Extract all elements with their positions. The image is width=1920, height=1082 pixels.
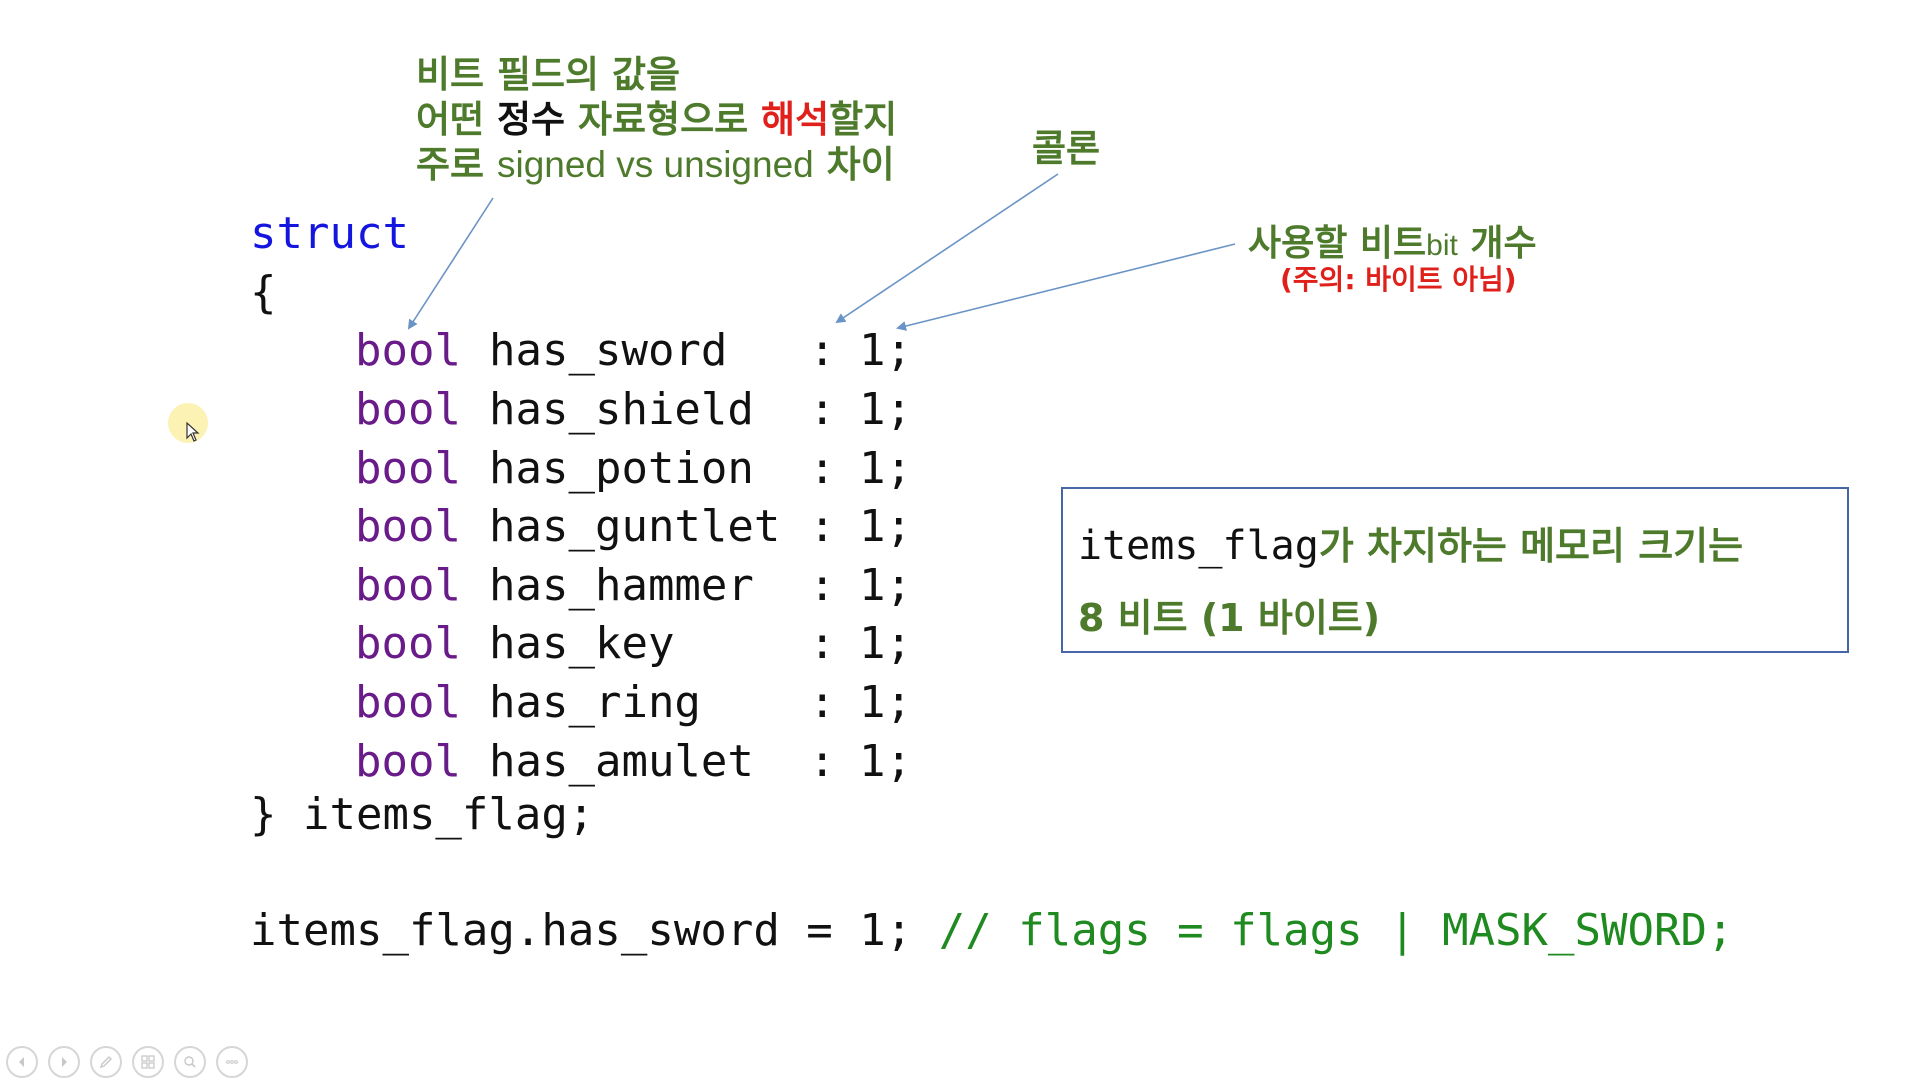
previous-slide-icon (19, 1057, 24, 1067)
field-type: bool (355, 677, 461, 728)
more-options-button[interactable] (216, 1046, 248, 1078)
field-type: bool (355, 443, 461, 494)
field-bit-width: 1; (859, 443, 912, 494)
field-colon: : (809, 736, 836, 787)
arrow-to-bool-type (407, 197, 494, 330)
field-colon: : (809, 560, 836, 611)
field-name: has_hammer (489, 560, 754, 611)
open-brace: { (250, 267, 277, 318)
field-type: bool (355, 736, 461, 787)
field-colon: : (809, 501, 836, 552)
field-type: bool (355, 325, 461, 376)
field-bit-width: 1; (859, 384, 912, 435)
type-interpretation-note: 비트 필드의 값을 어떤 정수 자료형으로 해석할지 주로 signed vs … (416, 52, 897, 187)
arrow-to-colon (835, 173, 1059, 324)
field-row: bool has_ring:1; (355, 674, 912, 732)
field-bit-width: 1; (859, 560, 912, 611)
field-name: has_amulet (489, 736, 754, 787)
bit-count-small: bit (1426, 229, 1458, 262)
note-line-2-part-a: 어떤 (416, 98, 497, 141)
see-all-slides-button[interactable] (132, 1046, 164, 1078)
field-name: has_sword (489, 325, 728, 376)
field-row: bool has_hammer:1; (355, 557, 912, 615)
not-bytes-warning: (주의: 바이트 아님) (1280, 263, 1517, 296)
bit-count-text-a: 사용할 비트 (1248, 223, 1427, 264)
field-row: bool has_potion:1; (355, 440, 912, 498)
previous-slide-button[interactable] (6, 1046, 38, 1078)
assignment-comment: // flags = flags | MASK_SWORD; (912, 905, 1734, 956)
struct-close-line: } items_flag; (250, 789, 595, 840)
note-line-2-part-c: 자료형으로 (565, 98, 762, 141)
zoom-icon (184, 1056, 196, 1068)
field-name: has_key (489, 618, 675, 669)
pen-icon (99, 1056, 112, 1069)
field-colon: : (809, 325, 836, 376)
field-name: has_shield (489, 384, 754, 435)
assignment-statement: items_flag.has_sword = 1; (250, 905, 913, 956)
field-colon: : (809, 618, 836, 669)
field-row: bool has_guntlet:1; (355, 498, 912, 556)
bit-count-note: 사용할 비트bit 개수 (1248, 214, 1537, 266)
more-options-icon (226, 1060, 238, 1064)
field-row: bool has_sword:1; (355, 322, 912, 380)
note-line-2-part-e: 할지 (829, 98, 898, 141)
slideshow-toolbar (6, 1046, 248, 1082)
field-bit-width: 1; (859, 325, 912, 376)
callout-size-value: 8 비트 (1 바이트) (1078, 596, 1381, 640)
colon-note: 콜론 (1032, 127, 1101, 170)
struct-keyword: struct (250, 208, 409, 259)
note-line-2: 어떤 정수 자료형으로 해석할지 (416, 97, 897, 142)
assignment-line: items_flag.has_sword = 1; // flags = fla… (250, 902, 1733, 960)
note-signed-unsigned: signed vs unsigned (496, 144, 814, 185)
note-line-3: 주로 signed vs unsigned 차이 (416, 142, 897, 187)
field-colon: : (809, 443, 836, 494)
field-colon: : (809, 384, 836, 435)
mouse-pointer-icon (186, 422, 200, 442)
field-type: bool (355, 618, 461, 669)
field-colon: : (809, 677, 836, 728)
note-integer-word: 정수 (496, 98, 566, 141)
memory-size-callout: items_flag가 차지하는 메모리 크기는 8 비트 (1 바이트) (1061, 487, 1849, 653)
next-slide-button[interactable] (48, 1046, 80, 1078)
field-bit-width: 1; (859, 736, 912, 787)
field-bit-width: 1; (859, 618, 912, 669)
note-interpret-word: 해석 (761, 98, 830, 141)
field-row: bool has_shield:1; (355, 381, 912, 439)
note-line-3-part-a: 주로 (416, 143, 497, 186)
field-type: bool (355, 560, 461, 611)
field-bit-width: 1; (859, 677, 912, 728)
field-row: bool has_key:1; (355, 615, 912, 673)
pen-tool-button[interactable] (90, 1046, 122, 1078)
zoom-button[interactable] (174, 1046, 206, 1078)
note-line-3-part-c: 차이 (813, 143, 895, 186)
field-name: has_potion (489, 443, 754, 494)
callout-code-name: items_flag (1078, 523, 1319, 569)
bit-count-text-b: 개수 (1457, 223, 1537, 264)
field-type: bool (355, 384, 461, 435)
field-type: bool (355, 501, 461, 552)
field-name: has_ring (489, 677, 701, 728)
field-name: has_guntlet (489, 501, 781, 552)
note-line-1: 비트 필드의 값을 (416, 53, 681, 96)
callout-line-1: items_flag가 차지하는 메모리 크기는 (1078, 515, 1743, 570)
field-row: bool has_amulet:1; (355, 733, 912, 791)
callout-text: 가 차지하는 메모리 크기는 (1318, 524, 1744, 568)
slides-grid-icon (141, 1055, 155, 1069)
field-bit-width: 1; (859, 501, 912, 552)
arrow-to-bit-width (896, 243, 1236, 331)
next-slide-icon (62, 1057, 67, 1067)
